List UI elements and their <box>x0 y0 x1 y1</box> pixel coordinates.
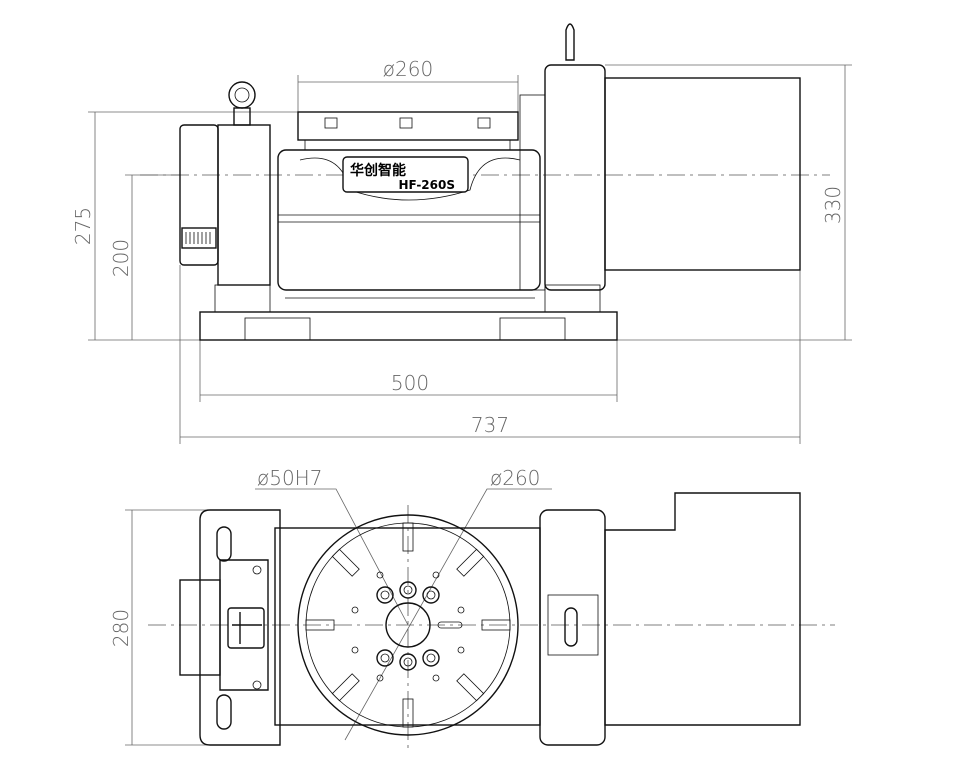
dim-label: 330 <box>821 186 845 224</box>
handle <box>565 23 575 61</box>
dim-height-total: 275 <box>71 111 298 341</box>
dim-base-length: 500 <box>199 340 618 402</box>
connector <box>181 227 217 249</box>
rotary-table-top <box>297 514 519 736</box>
dim-label: ø50H7 <box>257 466 322 490</box>
nameplate: 华创智能 HF-260S <box>342 156 469 193</box>
dim-label: 737 <box>471 413 509 437</box>
motor <box>604 77 801 271</box>
clamp-unit <box>217 124 271 286</box>
motor-top <box>604 492 801 726</box>
body-housing-top <box>274 527 541 726</box>
dim-label: 500 <box>391 371 429 395</box>
base-plate <box>199 311 618 341</box>
eye-bolt <box>228 81 256 126</box>
front-view: ø260 275 200 330 500 <box>71 23 852 444</box>
dim-table-diameter-front: ø260 <box>297 57 519 112</box>
gear-housing <box>544 64 606 291</box>
dim-label: ø260 <box>383 57 433 81</box>
dim-label: 275 <box>71 207 95 245</box>
brand-label: 华创智能 <box>350 162 406 179</box>
dim-width: 280 <box>109 509 210 746</box>
gear-housing-top <box>539 509 606 746</box>
dim-bore: ø50H7 <box>255 466 409 626</box>
top-view: 280 ø50H7 ø260 <box>109 466 835 750</box>
body-housing <box>277 149 541 291</box>
dim-center-height: 200 <box>109 174 180 340</box>
model-label: HF-260S <box>398 178 455 192</box>
dim-label: 280 <box>109 609 133 647</box>
dim-table-diameter-top: ø260 <box>344 466 552 741</box>
rotary-table <box>297 111 519 141</box>
dim-overall-length: 737 <box>179 265 801 444</box>
dim-motor-height: 330 <box>605 64 852 341</box>
dim-label: ø260 <box>490 466 540 490</box>
base-plate-left <box>199 509 281 746</box>
dim-label: 200 <box>109 239 133 277</box>
handle-top <box>547 594 599 656</box>
clamp-lever <box>227 607 265 649</box>
